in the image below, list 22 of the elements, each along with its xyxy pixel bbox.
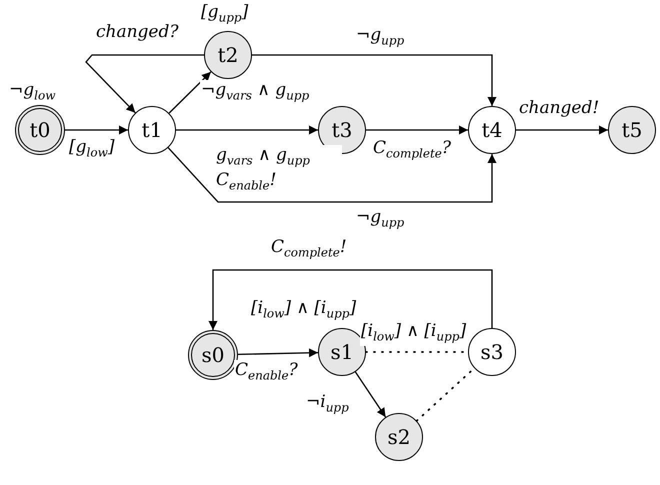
arrow: [516, 126, 608, 134]
edge-label: [i$_{low}$] ∧ [i$_{upp}$]: [360, 321, 468, 346]
state-circle: t3: [318, 106, 366, 154]
arrow: [85, 54, 204, 114]
arrow: [252, 54, 496, 106]
state-circle: s2: [375, 413, 423, 461]
arrow: [366, 126, 468, 134]
arrow: [176, 126, 318, 134]
state-circle: t2: [204, 31, 252, 79]
state-circle: t4: [468, 106, 516, 154]
edge-label: changed!: [518, 98, 600, 118]
edge-label: changed?: [95, 22, 180, 42]
state-circle: s3: [468, 328, 516, 376]
arrow: [354, 372, 386, 418]
initial-state-circle: t0: [15, 105, 65, 155]
state-circle: t1: [128, 106, 176, 154]
arrow: [238, 348, 318, 358]
arrow: [65, 126, 128, 134]
arrow: [168, 147, 496, 203]
arrow: [168, 71, 212, 114]
state-circle: t5: [608, 106, 656, 154]
arrow: [208, 269, 493, 330]
